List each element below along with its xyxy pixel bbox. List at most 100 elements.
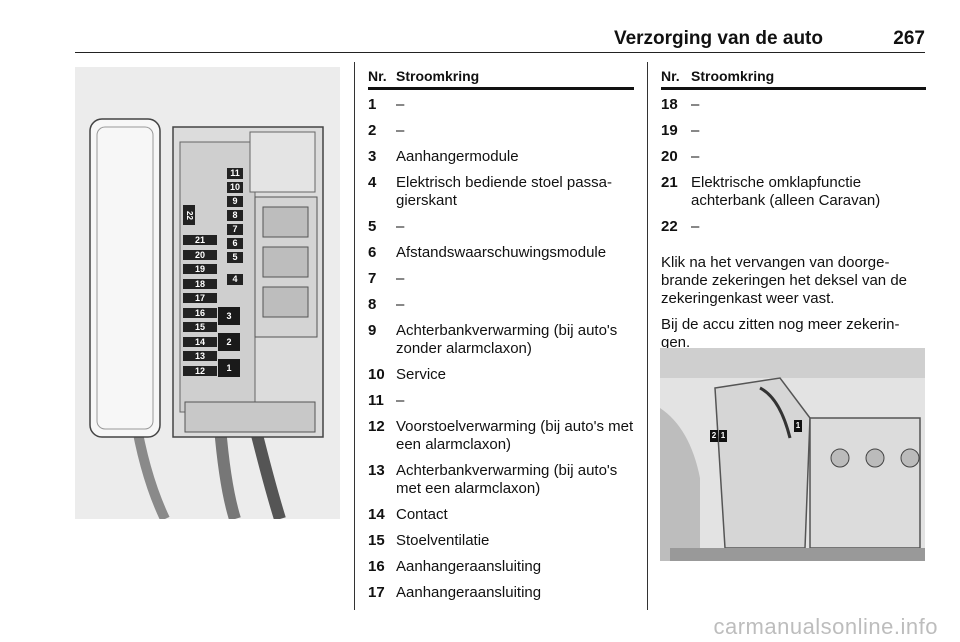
table-row: 19– bbox=[661, 122, 926, 140]
fuse-label-large: 2 bbox=[218, 333, 240, 351]
fuse-label: 8 bbox=[227, 210, 243, 221]
instruction-paragraph: Klik na het vervangen van doorge-brande … bbox=[661, 254, 908, 307]
row-circuit: Contact bbox=[396, 506, 448, 523]
column-header-circuit: Stroomkring bbox=[691, 68, 775, 84]
battery-fuse-label: 1 bbox=[794, 420, 802, 432]
fuse-label: 7 bbox=[227, 224, 243, 235]
table-row: 10 Service bbox=[368, 366, 634, 384]
row-number: 11 bbox=[368, 392, 384, 409]
fuse-label: 15 bbox=[183, 322, 217, 332]
fuse-label: 17 bbox=[183, 293, 217, 303]
row-number: 2 bbox=[368, 122, 377, 139]
row-circuit: Elektrische omklapfunctie achterbank (al… bbox=[691, 174, 881, 209]
table-header: Nr. Stroomkring bbox=[368, 68, 634, 90]
column-header-circuit: Stroomkring bbox=[396, 68, 480, 84]
row-circuit: – bbox=[396, 270, 405, 287]
fuse-label: 18 bbox=[183, 278, 217, 289]
table-header: Nr. Stroomkring bbox=[661, 68, 926, 90]
fuse-label: 21 bbox=[183, 235, 217, 245]
row-circuit: Elektrisch bediende stoel passa-gierskan… bbox=[396, 174, 612, 209]
fuse-label: 19 bbox=[183, 264, 217, 274]
row-number: 18 bbox=[661, 96, 678, 113]
instruction-paragraph: Bij de accu zitten nog meer zekerin-gen. bbox=[661, 316, 900, 351]
fuse-box-drawing bbox=[75, 67, 340, 519]
watermark: carmanualsonline.info bbox=[713, 614, 938, 639]
fuse-label: 16 bbox=[183, 307, 217, 318]
fuse-label: 9 bbox=[227, 196, 243, 207]
row-number: 22 bbox=[661, 218, 678, 235]
row-circuit: Afstandswaarschuwingsmodule bbox=[396, 244, 607, 261]
fuse-label: 13 bbox=[183, 351, 217, 361]
row-circuit: – bbox=[396, 392, 405, 409]
row-number: 1 bbox=[368, 96, 377, 113]
fuse-label-column-left: 21 20 19 18 17 16 15 14 13 12 bbox=[183, 235, 217, 376]
table-row: 22– bbox=[661, 218, 926, 236]
battery-fuse-label: 1 bbox=[719, 430, 727, 442]
row-number: 7 bbox=[368, 270, 377, 287]
table-row: 9 Achterbankverwarming (bij auto's zonder… bbox=[368, 322, 634, 358]
fuse-label-large: 3 bbox=[218, 307, 240, 325]
battery-fuse-illustration: 2 1 1 bbox=[660, 348, 925, 561]
table-row: 5– bbox=[368, 218, 634, 236]
table-row: 2– bbox=[368, 122, 634, 140]
row-number: 6 bbox=[368, 244, 377, 261]
row-number: 14 bbox=[368, 506, 385, 523]
fuse-label: 11 bbox=[227, 168, 243, 179]
fuse-label: 4 bbox=[227, 274, 243, 285]
table-row: 12 Voorstoelverwarming (bij auto's met ee… bbox=[368, 418, 634, 454]
row-number: 8 bbox=[368, 296, 377, 313]
row-number: 3 bbox=[368, 148, 377, 165]
fuse-label: 5 bbox=[227, 252, 243, 263]
column-divider bbox=[354, 62, 356, 610]
table-row: 11– bbox=[368, 392, 634, 410]
row-number: 10 bbox=[368, 366, 385, 383]
fuse-label: 10 bbox=[227, 182, 243, 193]
table-row: 13 Achterbankverwarming (bij auto's met e… bbox=[368, 462, 634, 498]
row-circuit: Aanhangeraansluiting bbox=[396, 584, 542, 601]
row-circuit: Achterbankverwarming (bij auto's met een… bbox=[396, 462, 618, 497]
table-row: 1– bbox=[368, 96, 634, 114]
row-circuit: – bbox=[396, 122, 405, 139]
fuse-label: 6 bbox=[227, 238, 243, 249]
row-circuit: Voorstoelverwarming (bij auto's met een … bbox=[396, 418, 634, 453]
row-circuit: Aanhangermodule bbox=[396, 148, 519, 165]
table-row: 21 Elektrische omklapfunctie achterbank (… bbox=[661, 174, 926, 210]
fuse-label-column-right: 11 10 9 8 7 6 5 4 bbox=[227, 168, 243, 285]
row-circuit: Aanhangeraansluiting bbox=[396, 558, 542, 575]
column-header-nr: Nr. bbox=[368, 68, 387, 84]
row-circuit: Stoelventilatie bbox=[396, 532, 490, 549]
row-circuit: – bbox=[691, 218, 700, 235]
fuse-label-large: 1 bbox=[218, 359, 240, 377]
page-header: Verzorging van de auto 267 bbox=[75, 22, 925, 53]
page-title: Verzorging van de auto bbox=[613, 28, 823, 49]
row-circuit: Service bbox=[396, 366, 447, 383]
battery-drawing bbox=[660, 348, 925, 561]
column-divider bbox=[647, 62, 649, 610]
row-number: 12 bbox=[368, 418, 385, 435]
fuse-label: 14 bbox=[183, 336, 217, 347]
row-number: 13 bbox=[368, 462, 385, 479]
row-number: 4 bbox=[368, 174, 377, 191]
row-circuit: Achterbankverwarming (bij auto's zonder … bbox=[396, 322, 618, 357]
table-row: 18– bbox=[661, 96, 926, 114]
table-row: 6 Afstandswaarschuwingsmodule bbox=[368, 244, 634, 262]
fuse-label: 20 bbox=[183, 249, 217, 260]
fuse-label-vertical: 22 bbox=[183, 205, 195, 225]
row-circuit: – bbox=[691, 122, 700, 139]
row-circuit: – bbox=[691, 96, 700, 113]
row-number: 20 bbox=[661, 148, 678, 165]
fuse-box-illustration: 21 20 19 18 17 16 15 14 13 12 22 11 10 9… bbox=[75, 67, 340, 519]
battery-fuse-label: 2 bbox=[710, 430, 718, 442]
row-circuit: – bbox=[691, 148, 700, 165]
table-row: 14 Contact bbox=[368, 506, 634, 524]
table-row: 20– bbox=[661, 148, 926, 166]
table-row: 3 Aanhangermodule bbox=[368, 148, 634, 166]
row-circuit: – bbox=[396, 296, 405, 313]
page-number: 267 bbox=[893, 28, 925, 49]
row-number: 9 bbox=[368, 322, 377, 339]
row-number: 19 bbox=[661, 122, 678, 139]
row-number: 21 bbox=[661, 174, 678, 191]
table-row: 7– bbox=[368, 270, 634, 288]
